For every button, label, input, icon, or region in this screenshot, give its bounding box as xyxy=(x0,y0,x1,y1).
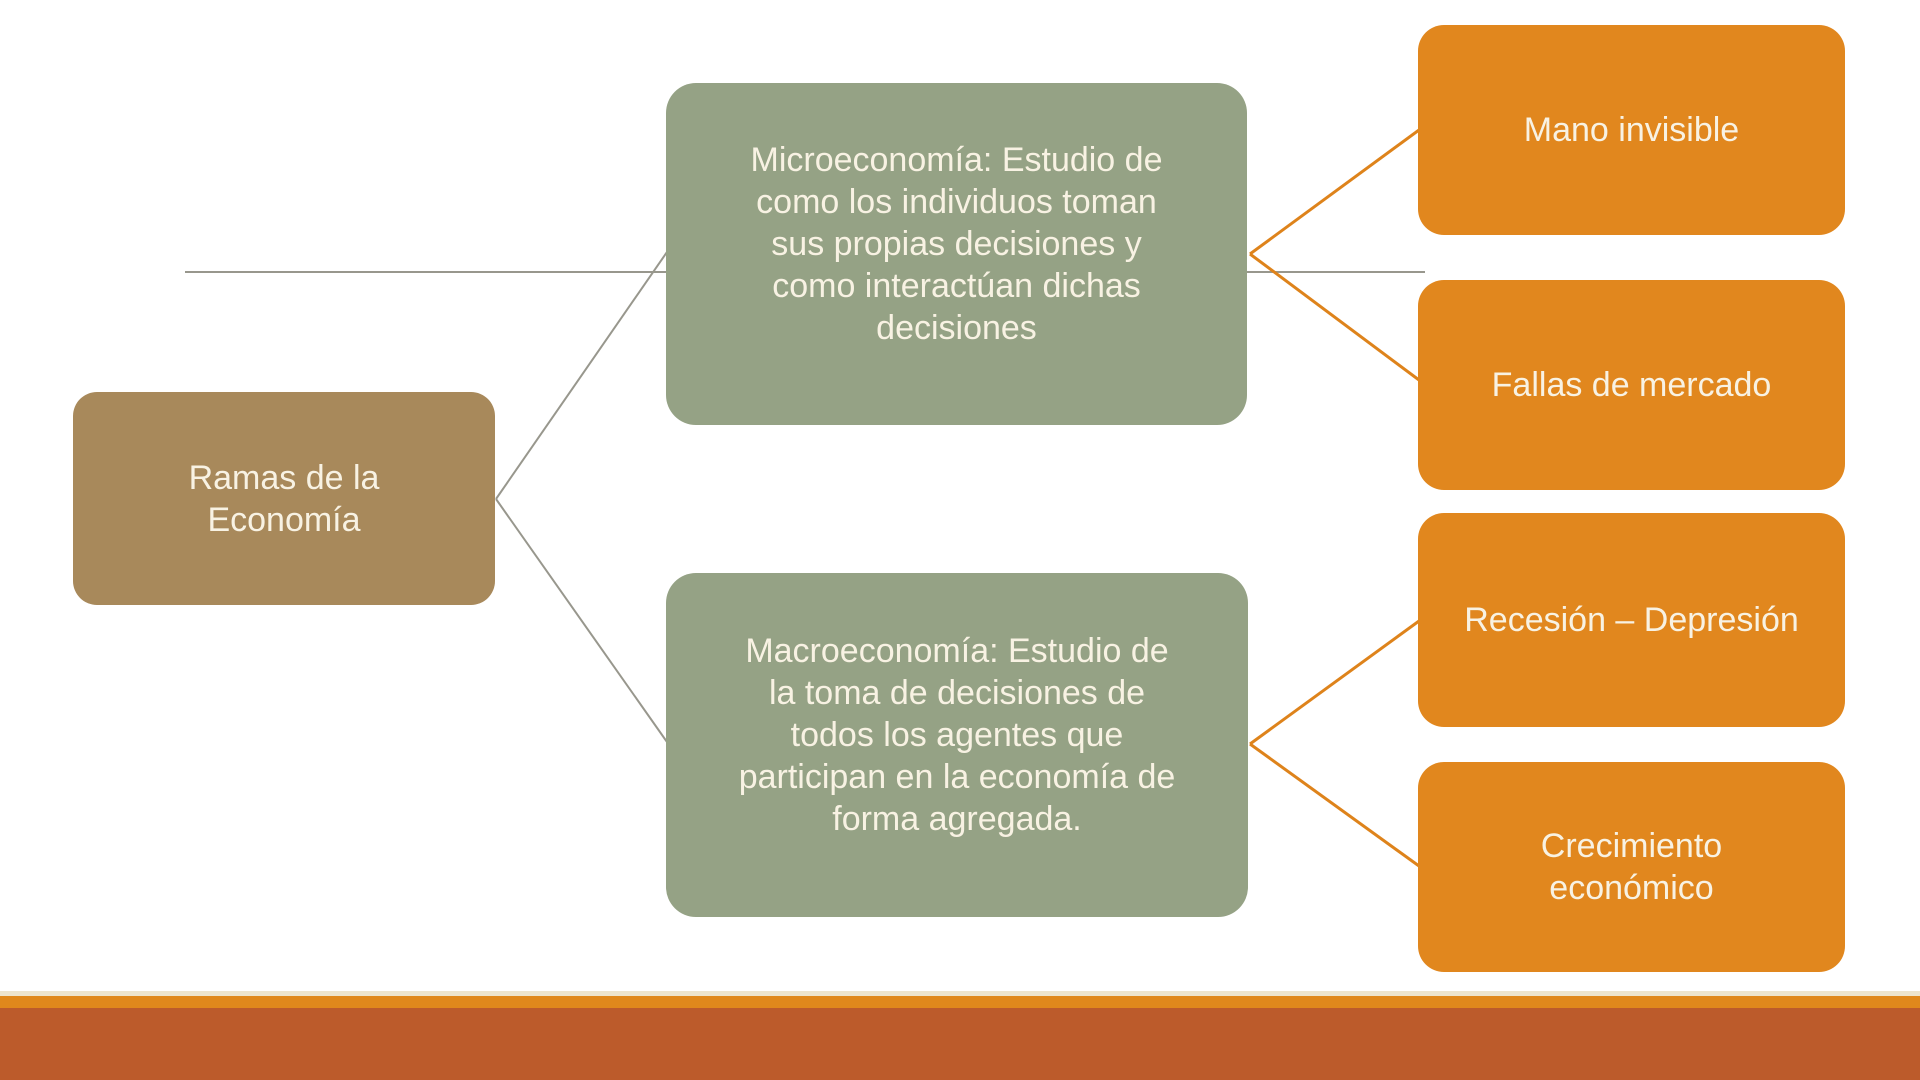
node-mano-invisible-label: Mano invisible xyxy=(1523,111,1740,149)
node-crecimiento-economico: Crecimiento económico xyxy=(1418,762,1845,972)
footer-band xyxy=(0,1008,1920,1080)
footer-accent-stripe xyxy=(0,996,1920,1008)
node-recesion-depresion: Recesión – Depresión xyxy=(1418,513,1845,727)
footer-hairline xyxy=(0,991,1920,996)
node-recesion-depresion-label: Recesión – Depresión xyxy=(1464,601,1799,639)
node-fallas-de-mercado: Fallas de mercado xyxy=(1418,280,1845,490)
connector-micro-to-mano-invisible xyxy=(1249,128,1420,256)
node-microeconomia: Microeconomía: Estudio de como los indiv… xyxy=(666,83,1247,425)
node-macroeconomia-label: Macroeconomía: Estudio de la toma de dec… xyxy=(738,632,1176,838)
connector-root-to-macro xyxy=(495,498,668,743)
node-crecimiento-economico-label: Crecimiento económico xyxy=(1540,827,1723,907)
connector-root-to-micro xyxy=(495,251,668,500)
connector-macro-to-crecimiento xyxy=(1249,742,1420,868)
connector-micro-to-fallas-mercado xyxy=(1249,252,1420,382)
node-ramas-economia: Ramas de la Economía xyxy=(73,392,495,605)
node-mano-invisible: Mano invisible xyxy=(1418,25,1845,235)
node-ramas-economia-label: Ramas de la Economía xyxy=(188,458,380,539)
node-microeconomia-label: Microeconomía: Estudio de como los indiv… xyxy=(750,141,1163,347)
connector-macro-to-recesion-depresion xyxy=(1249,619,1420,746)
node-macroeconomia: Macroeconomía: Estudio de la toma de dec… xyxy=(666,573,1248,917)
node-fallas-de-mercado-label: Fallas de mercado xyxy=(1491,366,1772,404)
